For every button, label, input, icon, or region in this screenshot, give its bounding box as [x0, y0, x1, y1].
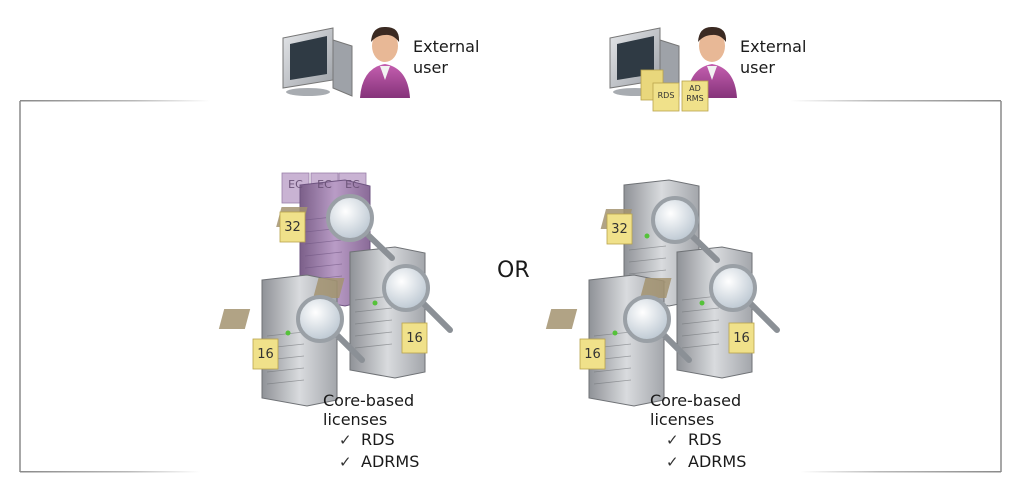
checkmark-icon: ✓ — [666, 431, 679, 449]
checkmark-icon: ✓ — [339, 431, 352, 449]
left-check-adrms: ✓ ADRMS — [323, 451, 419, 473]
right-magnifier-right — [640, 264, 780, 333]
left-badge-16-b — [401, 322, 428, 354]
right-badge-16-a — [579, 338, 606, 370]
left-check-rds-label: RDS — [361, 430, 395, 449]
left-user-icon — [360, 26, 410, 98]
left-user-line2: user — [413, 58, 448, 77]
right-user-label: External user — [740, 36, 806, 78]
checkmark-icon: ✓ — [666, 453, 679, 471]
frame — [19, 100, 1002, 473]
left-ec-label-3: EC — [345, 178, 360, 191]
left-license-line1: Core-based — [323, 391, 415, 410]
right-badge-16a-label: 16 — [584, 347, 601, 362]
left-badge-32-label: 32 — [284, 220, 301, 235]
left-badge-16a-label: 16 — [257, 347, 274, 362]
left-check-adrms-label: ADRMS — [361, 452, 420, 471]
right-check-rds-label: RDS — [688, 430, 722, 449]
right-user-line2: user — [740, 58, 775, 77]
left-magnifier-left — [218, 295, 365, 363]
right-check-adrms: ✓ ADRMS — [650, 451, 746, 473]
left-ec-label-2: EC — [317, 178, 332, 191]
right-doc-badge-adrms — [681, 80, 709, 112]
right-check-adrms-label: ADRMS — [688, 452, 747, 471]
right-magnifier-left — [545, 295, 692, 363]
right-doc-adrms-label: AD RMS — [686, 84, 704, 103]
left-magnifier-right — [313, 264, 453, 333]
right-license-block: Core-based licenses ✓ RDS ✓ ADRMS — [650, 391, 746, 473]
left-license-line2: licenses — [323, 410, 388, 429]
right-license-line2: licenses — [650, 410, 715, 429]
right-license-line1: Core-based — [650, 391, 742, 410]
right-badge-32-label: 32 — [611, 222, 628, 237]
left-badge-16b-label: 16 — [406, 331, 423, 346]
right-badge-16-b — [728, 322, 755, 354]
right-check-rds: ✓ RDS — [650, 429, 746, 451]
left-user-label: External user — [413, 36, 479, 78]
left-computer-icon — [282, 27, 353, 97]
left-license-block: Core-based licenses ✓ RDS ✓ ADRMS — [323, 391, 419, 473]
left-ec-label-1: EC — [288, 178, 303, 191]
right-badge-16b-label: 16 — [733, 331, 750, 346]
left-badge-32 — [279, 211, 306, 243]
right-doc-rds-label: RDS — [657, 91, 675, 100]
or-label: OR — [497, 258, 530, 283]
right-user-line1: External — [740, 37, 807, 56]
left-check-rds: ✓ RDS — [323, 429, 419, 451]
right-badge-32 — [606, 213, 633, 245]
left-user-line1: External — [413, 37, 480, 56]
checkmark-icon: ✓ — [339, 453, 352, 471]
left-badge-16-a — [252, 338, 279, 370]
right-doc-badge-rds — [652, 82, 680, 112]
